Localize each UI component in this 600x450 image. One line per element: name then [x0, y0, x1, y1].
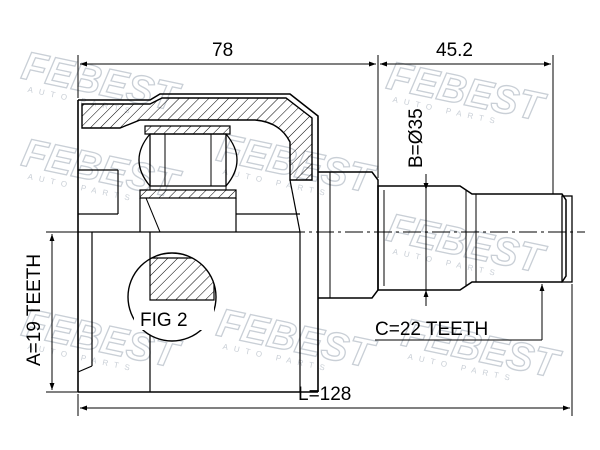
output-shaft	[377, 185, 573, 291]
watermark-logo: FEBEST AUTO PARTS	[17, 130, 185, 208]
svg-text:L=128: L=128	[298, 384, 351, 405]
dim-outer-teeth: C=22 TEETH	[375, 284, 545, 341]
dim-inner-teeth: A=19 TEETH	[24, 231, 78, 393]
svg-text:78: 78	[212, 40, 233, 61]
dim-housing-length: 78	[77, 40, 379, 178]
fig2-label: FIG 2	[140, 310, 188, 331]
dim-overall-length: L=128	[77, 284, 573, 416]
svg-text:45.2: 45.2	[436, 40, 473, 61]
housing-section-hatch	[81, 97, 313, 199]
svg-text:B=Ø35: B=Ø35	[406, 108, 427, 168]
inner-structure	[78, 169, 301, 233]
fig2-detail: FIG 2	[127, 252, 217, 342]
dim-shaft-length: 45.2	[380, 40, 554, 194]
dim-seal-diameter: B=Ø35	[406, 108, 429, 306]
svg-text:C=22 TEETH: C=22 TEETH	[375, 319, 488, 340]
watermark-logo: FEBEST AUTO PARTS	[212, 300, 380, 378]
ball-cage	[138, 133, 238, 191]
svg-text:A=19 TEETH: A=19 TEETH	[24, 254, 45, 366]
